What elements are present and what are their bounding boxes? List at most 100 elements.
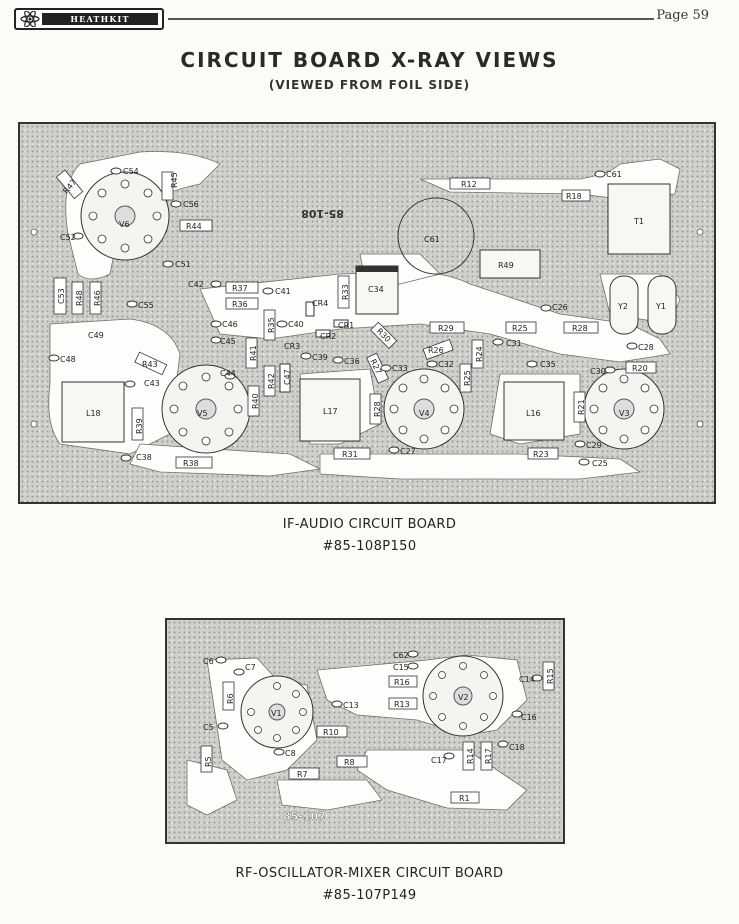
resistor-r16: R16 (388, 675, 418, 688)
svg-text:R48: R48 (75, 290, 84, 306)
capacitor-c37: C34 (355, 265, 399, 315)
page-number: Page 59 (656, 8, 709, 23)
resistor-r31: R31 (333, 447, 371, 460)
resistor-r12: R12 (449, 177, 491, 190)
svg-text:R44: R44 (186, 222, 202, 231)
transformer-t1: T1 (607, 183, 671, 255)
svg-text:C47: C47 (283, 369, 292, 385)
diode-cr4: CR4 (305, 299, 328, 317)
resistor-r43: R43 (134, 351, 168, 376)
capacitor-c34: C33 (380, 364, 408, 373)
svg-text:R33: R33 (341, 284, 350, 300)
svg-text:R24: R24 (475, 346, 484, 362)
capacitor-c42: C42 (188, 280, 222, 289)
resistor-r20: R28 (563, 321, 599, 334)
resistor-r24: R24 (471, 339, 484, 369)
svg-text:R41: R41 (249, 345, 258, 361)
svg-text:C45: C45 (220, 337, 236, 346)
tube-socket-v5: V5 (161, 364, 251, 454)
svg-text:C61: C61 (606, 170, 622, 179)
resistor-r21: R25 (505, 321, 537, 334)
svg-text:CR4: CR4 (312, 299, 328, 308)
capacitor-c26: C28 (626, 342, 654, 352)
resistor-r14: R14 (462, 741, 475, 771)
atom-logo-icon (20, 10, 40, 28)
diode-cr1: CR1 (333, 319, 354, 330)
resistor-r6: R6 (222, 681, 235, 711)
capacitor-c14: C14 (519, 674, 543, 684)
svg-text:C49: C49 (88, 331, 104, 340)
svg-text:R39: R39 (135, 418, 144, 434)
svg-text:R38: R38 (183, 459, 199, 468)
capacitor-c5: C5 (203, 722, 229, 732)
tube-socket-v1: V1 (240, 675, 314, 749)
v3-label: V3 (619, 409, 630, 418)
capacitor-c54: C54 (110, 167, 139, 176)
capacitor-c36: C36 (332, 356, 360, 366)
capacitor-c40: C40 (276, 320, 304, 329)
capacitor-c17: C17 (431, 752, 455, 765)
svg-text:V1: V1 (271, 709, 282, 718)
rf-board-artwork: V1 V2 R6 R5 R10 R7 R8 R16 R13 R14 R17 R1… (186, 650, 555, 823)
capacitor-c62: C62 (393, 650, 419, 660)
resistor-r36: R36 (225, 297, 259, 310)
capacitor-c55: C55 (126, 300, 154, 310)
capacitor-c45: C45 (210, 336, 236, 346)
svg-text:C13: C13 (343, 701, 359, 710)
capacitor-c43: C43 (124, 379, 160, 388)
svg-text:C38: C38 (136, 453, 152, 462)
svg-text:C33: C33 (392, 364, 408, 373)
resistor-r35: R35 (263, 309, 276, 341)
if-audio-board: V6 V5 V4 (18, 122, 716, 504)
svg-text:R43: R43 (142, 360, 158, 369)
resistor-r40: R40 (247, 385, 260, 417)
capacitor-c29: C25 (578, 458, 608, 468)
svg-text:R28: R28 (373, 401, 382, 417)
svg-text:L17: L17 (323, 407, 338, 416)
capacitor-c33: C32 (426, 360, 454, 369)
svg-text:R7: R7 (297, 770, 308, 779)
svg-text:C16: C16 (521, 713, 537, 722)
svg-text:R26: R26 (428, 346, 444, 355)
svg-text:C39: C39 (312, 353, 328, 362)
svg-text:C7: C7 (245, 663, 256, 672)
svg-text:C46: C46 (222, 320, 238, 329)
capacitor-c38: C38 (120, 453, 152, 462)
svg-text:C48: C48 (60, 355, 76, 364)
svg-text:C54: C54 (123, 167, 139, 176)
svg-text:C56: C56 (183, 200, 199, 209)
svg-text:C44: C44 (220, 369, 236, 378)
svg-text:R23: R23 (533, 450, 549, 459)
svg-text:C26: C26 (552, 303, 568, 312)
svg-text:R16: R16 (394, 678, 410, 687)
capacitor-c35: C27 (388, 446, 416, 456)
capacitor-c32: C31 (492, 338, 522, 348)
resistor-r47: R47 (55, 169, 84, 200)
svg-text:V2: V2 (458, 693, 469, 702)
if-audio-part-number: #85-108P150 (322, 539, 417, 554)
resistor-r28: R28 (369, 393, 382, 425)
transformer-l17: L17 (299, 378, 361, 442)
svg-text:C5: C5 (203, 723, 214, 732)
svg-text:R49: R49 (498, 261, 514, 270)
capacitor-c51: C51 (162, 260, 191, 269)
mounting-holes (30, 228, 704, 428)
resistor-r41: R41 (245, 337, 258, 369)
svg-text:C14: C14 (519, 675, 535, 684)
resistor-r17: R17 (480, 741, 493, 771)
svg-text:C35: C35 (540, 360, 556, 369)
svg-text:Y2: Y2 (617, 302, 628, 311)
resistor-r13: R13 (388, 697, 418, 710)
svg-text:R20: R20 (632, 364, 648, 373)
svg-text:R21: R21 (577, 399, 586, 415)
v6-label: V6 (119, 220, 130, 229)
page-title: CIRCUIT BOARD X-RAY VIEWS (180, 48, 559, 72)
tube-socket-v4: V4 (383, 368, 465, 450)
resistor-r5: R5 (200, 745, 213, 773)
crystal-y2: Y2 (609, 275, 639, 335)
capacitor-c49: C49 (88, 331, 104, 340)
resistor-r10: R10 (316, 725, 348, 738)
if-audio-caption: IF-AUDIO CIRCUIT BOARD (282, 517, 457, 532)
svg-text:R28: R28 (572, 324, 588, 333)
svg-text:C62: C62 (393, 651, 409, 660)
